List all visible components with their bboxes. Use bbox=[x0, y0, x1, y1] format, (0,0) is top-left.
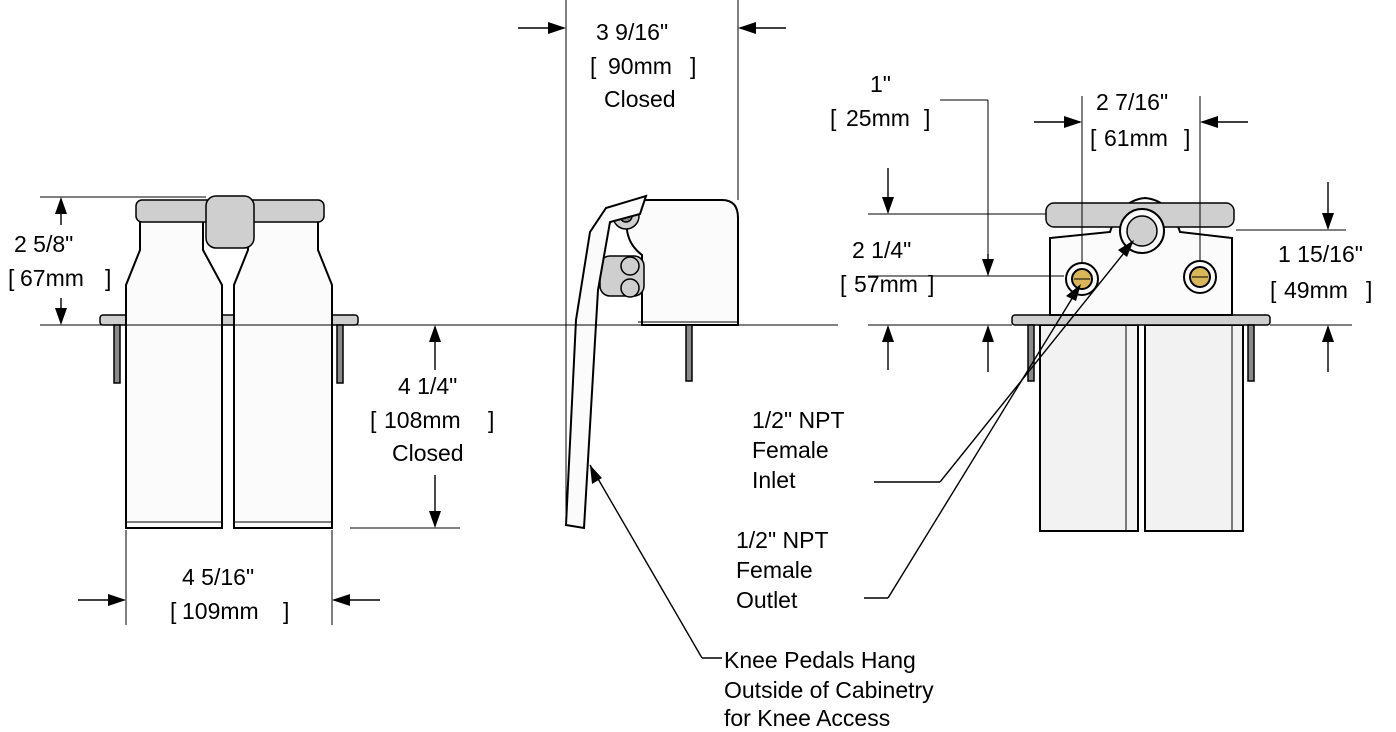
dim-side-depth-note: Closed bbox=[604, 86, 676, 112]
dim-port-height: 2 1/4" [ 57mm ] bbox=[840, 168, 1046, 372]
dim-right-height: 1 15/16" [ 49mm ] bbox=[1236, 182, 1372, 372]
dim-right-height-metric: 49mm bbox=[1284, 277, 1348, 303]
dim-drop-note: Closed bbox=[392, 440, 464, 466]
dim-port-height-imperial: 2 1/4" bbox=[852, 237, 911, 263]
dim-left-height-imperial: 2 5/8" bbox=[14, 231, 73, 257]
svg-text:]: ] bbox=[488, 407, 494, 433]
dim-side-depth-metric: 90mm bbox=[608, 53, 672, 79]
svg-text:]: ] bbox=[924, 105, 930, 131]
callout-pedals-line2: Outside of Cabinetry bbox=[724, 677, 934, 703]
svg-text:[: [ bbox=[1090, 125, 1097, 151]
svg-text:]: ] bbox=[1184, 125, 1190, 151]
callout-inlet-line1: 1/2" NPT bbox=[752, 407, 845, 433]
callout-inlet: 1/2" NPT Female Inlet bbox=[752, 240, 1134, 493]
callout-outlet-line3: Outlet bbox=[736, 587, 798, 613]
svg-text:[: [ bbox=[8, 265, 15, 291]
dim-port-offset-metric: 25mm bbox=[846, 105, 910, 131]
svg-text:[: [ bbox=[590, 53, 597, 79]
svg-text:[: [ bbox=[370, 407, 377, 433]
dim-port-offset: 1" [ 25mm ] bbox=[830, 71, 1064, 277]
front-view-drawing bbox=[99, 195, 359, 529]
callout-inlet-line3: Inlet bbox=[752, 467, 796, 493]
callout-outlet: 1/2" NPT Female Outlet bbox=[736, 284, 1081, 613]
dim-port-spacing-metric: 61mm bbox=[1104, 125, 1168, 151]
dim-side-depth: 3 9/16" [ 90mm ] Closed bbox=[518, 0, 786, 526]
dim-drop: 4 1/4" [ 108mm ] Closed bbox=[350, 325, 494, 529]
rear-view-drawing bbox=[1011, 196, 1271, 532]
dim-drop-imperial: 4 1/4" bbox=[398, 373, 457, 399]
svg-text:]: ] bbox=[105, 265, 111, 291]
dim-left-height-metric: 67mm bbox=[20, 265, 84, 291]
dim-left-width-metric: 109mm bbox=[182, 598, 259, 624]
svg-text:]: ] bbox=[283, 598, 289, 624]
dim-side-depth-imperial: 3 9/16" bbox=[596, 19, 668, 45]
svg-text:]: ] bbox=[1366, 277, 1372, 303]
dim-port-offset-imperial: 1" bbox=[870, 71, 891, 97]
dim-left-width-imperial: 4 5/16" bbox=[182, 564, 254, 590]
dim-left-width: 4 5/16" [ 109mm ] bbox=[78, 530, 380, 625]
dim-left-height: 2 5/8" [ 67mm ] bbox=[8, 196, 206, 326]
dim-port-spacing-imperial: 2 7/16" bbox=[1096, 89, 1168, 115]
dim-port-height-metric: 57mm bbox=[854, 271, 918, 297]
callout-pedals-line3: for Knee Access bbox=[724, 705, 890, 731]
side-view-drawing bbox=[564, 194, 739, 530]
dim-port-spacing: 2 7/16" [ 61mm ] bbox=[1034, 89, 1248, 262]
svg-text:[: [ bbox=[840, 271, 847, 297]
callout-outlet-line1: 1/2" NPT bbox=[736, 527, 829, 553]
dim-drop-metric: 108mm bbox=[384, 407, 461, 433]
svg-text:[: [ bbox=[830, 105, 837, 131]
callout-inlet-line2: Female bbox=[752, 437, 829, 463]
callout-pedals-line1: Knee Pedals Hang bbox=[724, 647, 916, 673]
dim-right-height-imperial: 1 15/16" bbox=[1278, 241, 1363, 267]
callout-pedals: Knee Pedals Hang Outside of Cabinetry fo… bbox=[589, 464, 934, 731]
svg-text:[: [ bbox=[170, 598, 177, 624]
svg-text:]: ] bbox=[690, 53, 696, 79]
callout-outlet-line2: Female bbox=[736, 557, 813, 583]
svg-text:]: ] bbox=[928, 271, 934, 297]
svg-text:[: [ bbox=[1270, 277, 1277, 303]
